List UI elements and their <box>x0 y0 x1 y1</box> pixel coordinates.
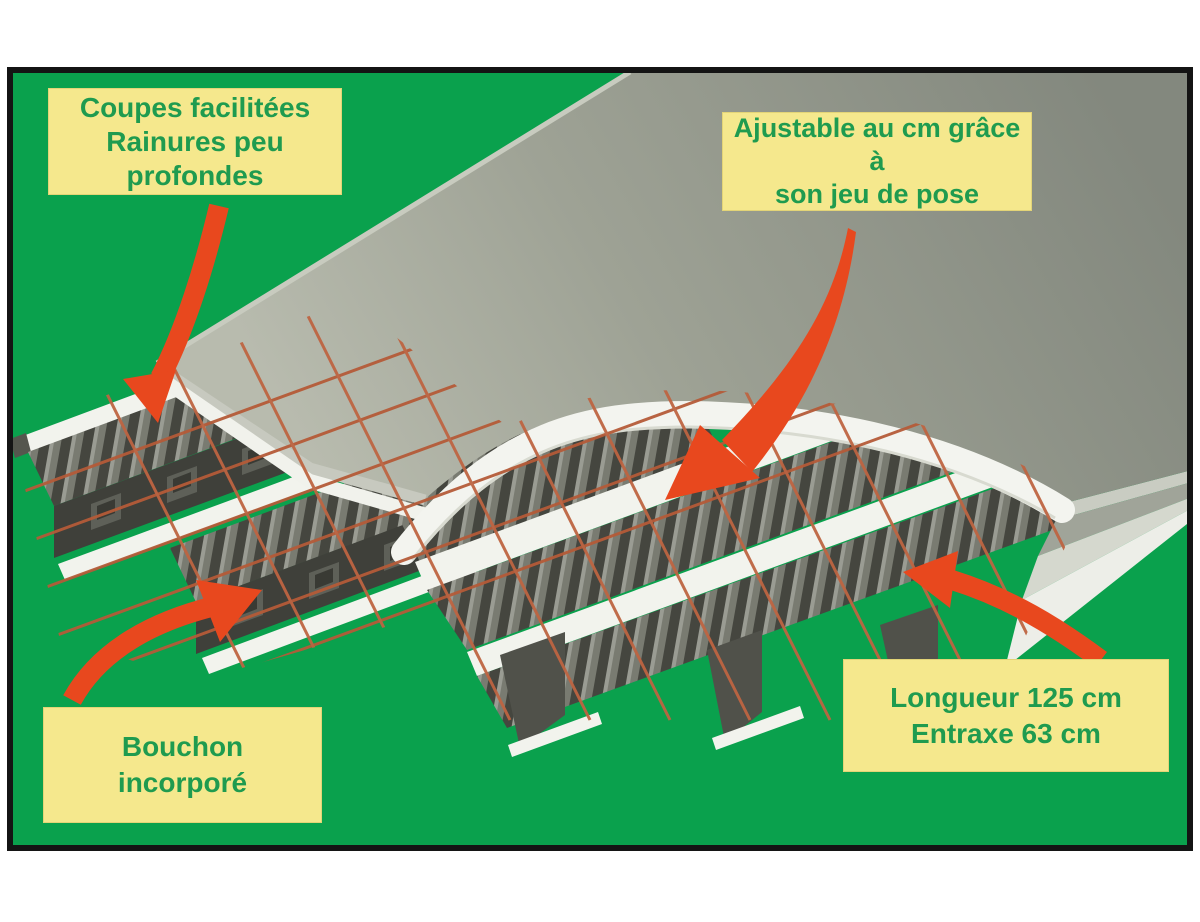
callout-line: son jeu de pose <box>774 179 980 209</box>
support-beam <box>202 558 477 674</box>
slab-front-edge <box>153 361 427 506</box>
rib-panel-top <box>400 410 720 562</box>
callout-line: incorporé <box>117 767 248 798</box>
cutaway-rim <box>391 400 1075 565</box>
callout-dimensions: Longueur 125 cm Entraxe 63 cm <box>843 659 1169 772</box>
support-beam <box>467 442 1050 676</box>
rib-panel-top <box>477 468 1080 728</box>
callout-line: Ajustable au cm grâce à <box>733 113 1021 176</box>
callout-line: Bouchon <box>121 731 244 762</box>
support-beam <box>508 712 602 757</box>
beam-end-face <box>13 433 31 458</box>
arrow-top-right <box>665 228 856 500</box>
callout-line: Coupes facilitées <box>79 91 311 123</box>
arrow-bottom-left <box>63 580 262 705</box>
annotation-arrows <box>63 203 1107 705</box>
callout-bouchon: Bouchon incorporé <box>43 707 322 823</box>
callout-line: Entraxe 63 cm <box>911 717 1101 749</box>
slab-edge-layers <box>1005 471 1187 668</box>
callout-line: Rainures peu <box>106 125 284 157</box>
callout-ajustable: Ajustable au cm grâce à son jeu de pose <box>722 112 1032 211</box>
panel-end-face <box>500 632 565 748</box>
arrow-bottom-right <box>903 551 1107 669</box>
callout-line: profondes <box>126 159 264 191</box>
callout-coupes-facilitees: Coupes facilitées Rainures peu profondes <box>48 88 342 195</box>
slab-left-edge <box>155 73 632 366</box>
callout-line: Longueur 125 cm <box>890 681 1122 713</box>
support-beam <box>712 706 804 750</box>
arrow-top-left <box>123 203 229 423</box>
cutaway-rim-shadow <box>410 425 1056 561</box>
